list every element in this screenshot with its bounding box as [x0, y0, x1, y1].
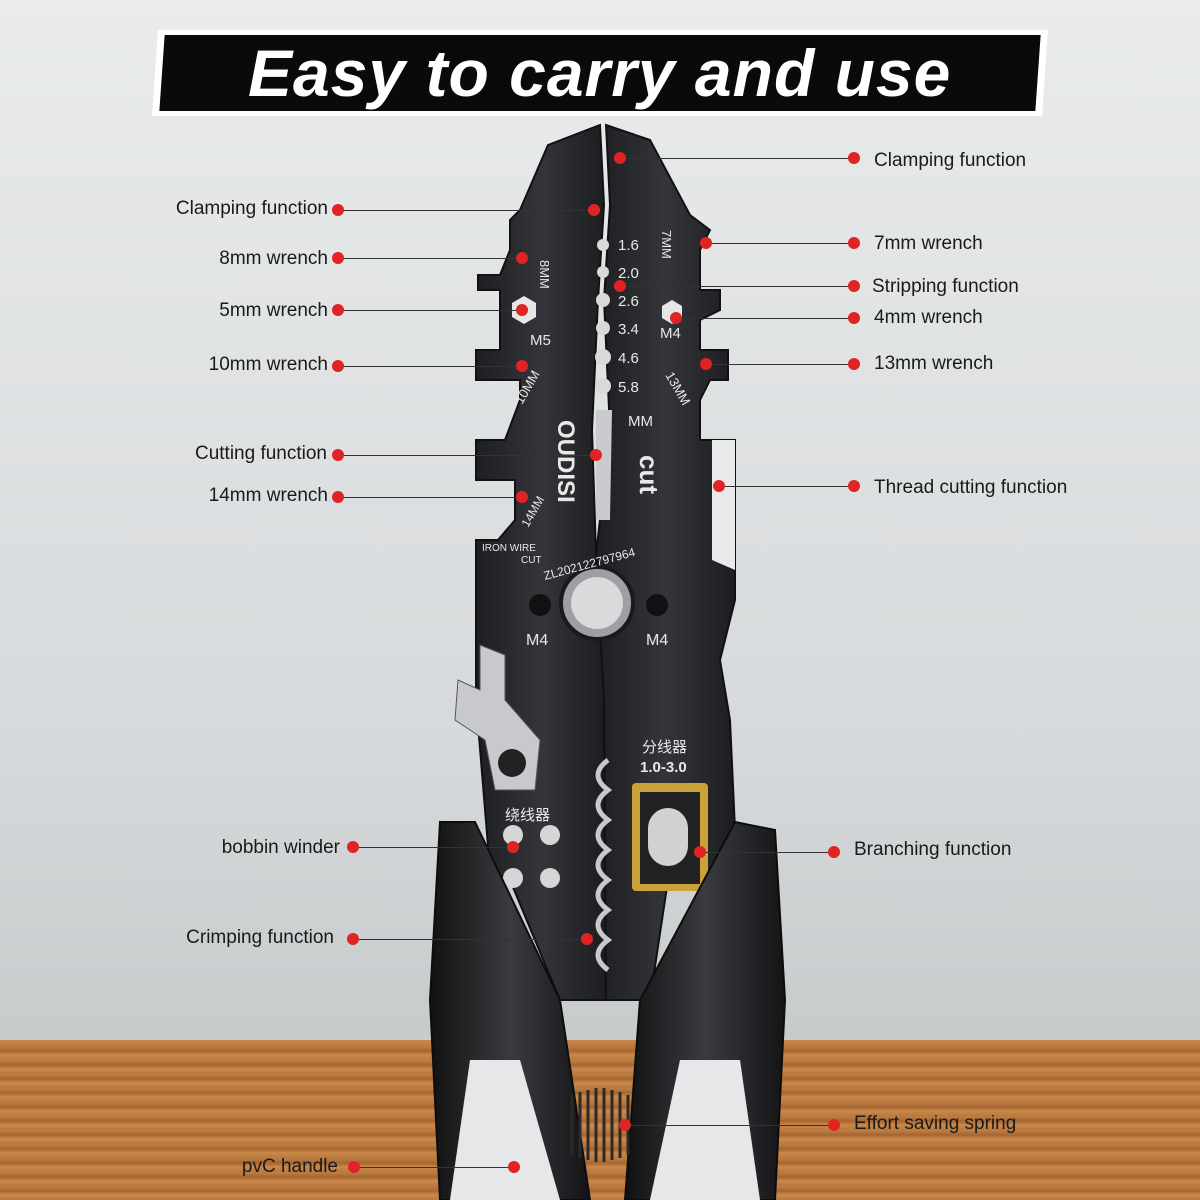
callout-dot	[516, 360, 528, 372]
splitter-cn: 分线器	[642, 739, 687, 756]
callout-dot	[694, 846, 706, 858]
label-7mm: 7MM	[659, 230, 674, 259]
callout-pvc-handle: pvC handle	[241, 1156, 338, 1177]
strip-gauge: 2.0	[618, 265, 639, 282]
callout-4mm-wrench: 4mm wrench	[874, 307, 983, 328]
callout-dot	[581, 933, 593, 945]
callout-dot	[516, 304, 528, 316]
callout-dot	[332, 491, 344, 503]
callout-dot	[588, 204, 600, 216]
callout-dot	[848, 280, 860, 292]
cut-word: cut	[634, 455, 664, 494]
callout-clamping-right: Clamping function	[874, 150, 1027, 171]
stripping-holes	[595, 239, 611, 394]
callout-13mm-wrench: 13mm wrench	[874, 353, 994, 374]
left-handle-grip	[450, 1060, 560, 1200]
strip-gauge-labels: 1.6 2.0 2.6 3.4 4.6 5.8	[618, 237, 639, 396]
callout-dot	[507, 841, 519, 853]
callout-dot	[332, 360, 344, 372]
callout-dot	[332, 204, 344, 216]
callout-dot	[516, 252, 528, 264]
callout-dot	[700, 237, 712, 249]
callout-dot	[619, 1119, 631, 1131]
callout-dot	[848, 237, 860, 249]
brand-oudisi: OUDISI	[552, 420, 579, 503]
callout-dot	[332, 304, 344, 316]
strip-gauge: 1.6	[618, 237, 639, 254]
callout-dot	[614, 280, 626, 292]
iron-wire-text-2: CUT	[521, 555, 542, 566]
callout-dot	[332, 449, 344, 461]
callout-dot	[828, 1119, 840, 1131]
callout-dot	[670, 312, 682, 324]
strip-gauge: 2.6	[618, 293, 639, 310]
winder-cn: 绕线器	[505, 807, 550, 824]
callout-dot	[347, 933, 359, 945]
callout-branching: Branching function	[854, 839, 1012, 860]
effort-saving-spring	[570, 1088, 630, 1162]
bobbin-winder-holes	[503, 825, 560, 888]
callout-clamping-left: Clamping function	[175, 198, 328, 219]
wooden-floor	[0, 1040, 1200, 1200]
cutting-blade	[596, 410, 612, 520]
callout-dot	[848, 152, 860, 164]
label-m4-head: M4	[660, 325, 681, 342]
iron-wire-text-1: IRON WIRE	[482, 543, 536, 554]
m4-right-hole	[646, 594, 668, 616]
label-8mm: 8MM	[537, 260, 552, 289]
callout-5mm-wrench: 5mm wrench	[219, 300, 328, 321]
callout-7mm-wrench: 7mm wrench	[874, 233, 983, 254]
callout-dot	[848, 480, 860, 492]
callout-dot	[347, 841, 359, 853]
callout-14mm-wrench: 14mm wrench	[208, 485, 328, 506]
strip-gauge: 4.6	[618, 350, 639, 367]
callout-dot	[332, 252, 344, 264]
callout-dot	[590, 449, 602, 461]
label-m4-right: M4	[646, 632, 668, 649]
callout-effort-spring: Effort saving spring	[854, 1113, 1017, 1134]
label-mm: MM	[628, 413, 653, 430]
callout-8mm-wrench: 8mm wrench	[219, 248, 328, 269]
callout-dot	[848, 312, 860, 324]
crimping-teeth	[595, 758, 613, 972]
callout-cutting: Cutting function	[194, 443, 327, 464]
callout-dot	[508, 1161, 520, 1173]
splitter-range: 1.0-3.0	[640, 759, 687, 776]
callout-dot	[348, 1161, 360, 1173]
callout-dot	[700, 358, 712, 370]
label-m5: M5	[530, 332, 551, 349]
callout-dot	[713, 480, 725, 492]
callout-thread-cutting: Thread cutting function	[874, 477, 1068, 498]
callout-dot	[516, 491, 528, 503]
callout-dot	[828, 846, 840, 858]
strip-gauge: 5.8	[618, 379, 639, 396]
callout-bobbin-winder: bobbin winder	[221, 837, 340, 858]
callout-dot	[614, 152, 626, 164]
thread-cutter-blade	[712, 440, 735, 570]
right-handle-grip	[650, 1060, 760, 1200]
label-m4-left: M4	[526, 632, 548, 649]
callout-dot	[848, 358, 860, 370]
callout-crimping: Crimping function	[186, 927, 334, 948]
callout-stripping: Stripping function	[872, 276, 1019, 297]
m4-left-hole	[529, 594, 551, 616]
callout-10mm-wrench: 10mm wrench	[208, 354, 328, 375]
strip-gauge: 3.4	[618, 321, 639, 338]
